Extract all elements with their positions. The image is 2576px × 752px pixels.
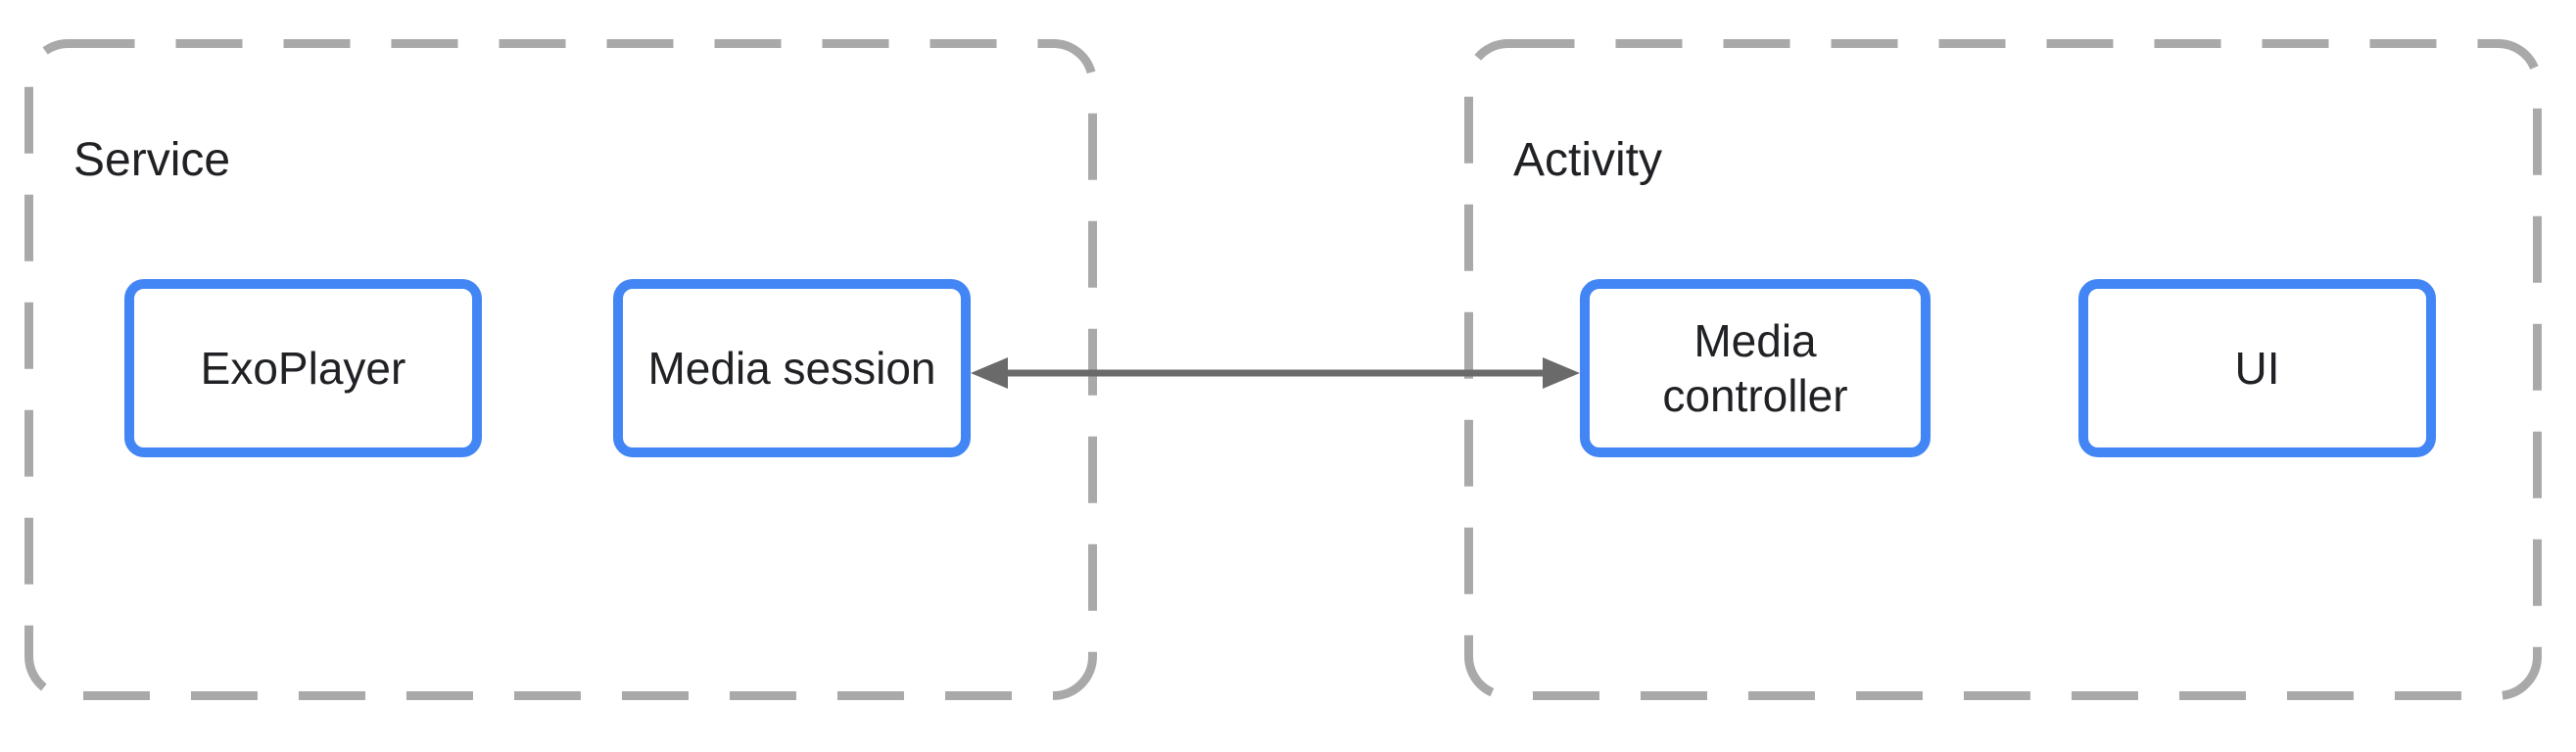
arrow-right-head bbox=[1543, 357, 1580, 389]
service-group: Service ExoPlayer Media session bbox=[24, 39, 1097, 700]
activity-group: Activity Media controller UI bbox=[1464, 39, 2542, 700]
media-session-box: Media session bbox=[613, 279, 971, 457]
media-controller-box: Media controller bbox=[1580, 279, 1931, 457]
exoplayer-box-label: ExoPlayer bbox=[200, 342, 406, 394]
arrow-left-head bbox=[971, 357, 1008, 389]
activity-group-label: Activity bbox=[1513, 134, 1663, 186]
ui-box: UI bbox=[2078, 279, 2436, 457]
media-controller-box-label: Media controller bbox=[1662, 314, 1848, 421]
bidirectional-arrow bbox=[971, 357, 1580, 389]
ui-box-label: UI bbox=[2234, 342, 2280, 394]
service-group-label: Service bbox=[73, 134, 231, 186]
media-session-box-label: Media session bbox=[647, 342, 936, 394]
exoplayer-box: ExoPlayer bbox=[124, 279, 482, 457]
